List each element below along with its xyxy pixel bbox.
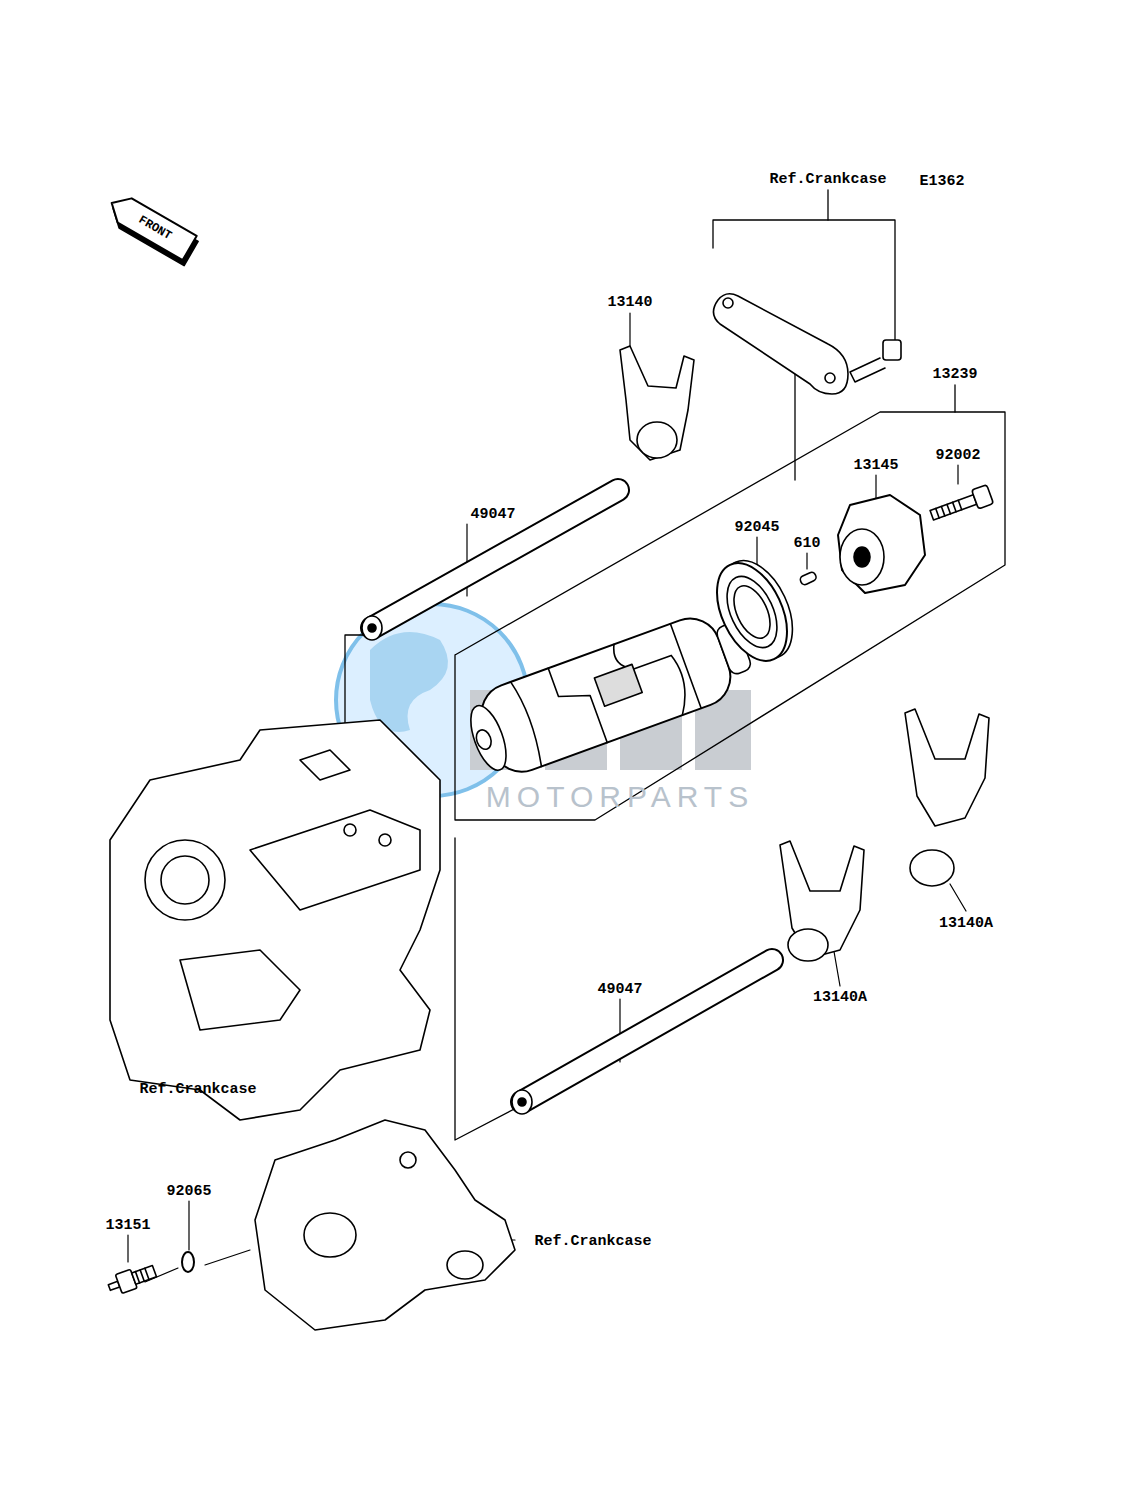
bearing [717, 569, 787, 656]
washer [182, 1252, 194, 1272]
reference-label: Ref.Crankcase [139, 1082, 256, 1097]
fork-shaft [512, 1090, 532, 1114]
crankcase [145, 840, 225, 920]
crankcase [110, 720, 440, 1120]
callout-number: 13239 [932, 367, 977, 382]
positioning-plate [713, 294, 901, 394]
shift-cam [838, 495, 925, 593]
callout-number: 13140A [813, 990, 867, 1005]
shift-cam [840, 529, 884, 585]
shift-drum [474, 728, 494, 752]
crankcase [300, 750, 350, 780]
crankcase [180, 950, 300, 1030]
shift-drum [511, 624, 702, 767]
leader-line [957, 465, 958, 484]
bolt [972, 485, 994, 509]
callout-number: 49047 [470, 507, 515, 522]
shift-fork [910, 850, 954, 886]
shift-fork [788, 929, 828, 961]
shift-fork [637, 422, 677, 458]
shift-cam [854, 547, 870, 567]
fork-shaft [522, 960, 772, 1102]
leader-line [188, 1201, 189, 1250]
shift-drum [473, 610, 739, 780]
bracket-line [954, 385, 955, 412]
crankcase [250, 810, 420, 910]
fork-shaft [362, 616, 382, 640]
leader-line [806, 553, 807, 569]
leader-line [127, 1235, 128, 1262]
fork-shaft [522, 960, 772, 1102]
shift-fork [620, 346, 694, 460]
positioning-plate [883, 340, 901, 360]
diagram-code: E1362 [919, 174, 964, 189]
callout-number: 92002 [935, 448, 980, 463]
front-arrow [105, 191, 197, 260]
neutral-switch [132, 1265, 157, 1284]
reference-label: Ref.Crankcase [534, 1234, 651, 1249]
watermark-logo [370, 632, 448, 732]
shift-cam [838, 495, 925, 593]
neutral-switch [106, 1262, 158, 1297]
bracket-line [827, 190, 828, 220]
callout-number: 92065 [166, 1184, 211, 1199]
front-arrow [103, 191, 200, 266]
shift-drum [464, 701, 514, 774]
watermark: MOTORPARTS [486, 782, 754, 812]
callout-number: 49047 [597, 982, 642, 997]
crankcase [447, 1251, 483, 1279]
bracket-line [794, 372, 795, 480]
fork-shaft [372, 490, 618, 628]
bracket-line [455, 838, 522, 1140]
callout-number: 13145 [853, 458, 898, 473]
callout-number: 610 [793, 536, 820, 551]
crankcase [379, 834, 391, 846]
fork-shaft [518, 1098, 526, 1106]
crankcase [400, 1152, 416, 1168]
bolt [928, 485, 993, 525]
crankcase [255, 1120, 515, 1330]
bolt [936, 500, 962, 518]
bearing [703, 552, 801, 672]
bolt [930, 495, 977, 520]
leader-line [205, 1250, 250, 1265]
reference-label: Ref.Crankcase [769, 172, 886, 187]
callout-number: 13140A [939, 916, 993, 931]
dowel-pin [799, 571, 817, 586]
crankcase [161, 856, 209, 904]
shift-fork [620, 346, 989, 961]
positioning-plate [713, 294, 848, 394]
positioning-plate [723, 298, 733, 308]
shift-drum [460, 603, 760, 785]
leader-line [950, 884, 966, 911]
crankcase [255, 1120, 515, 1330]
shift-drum [594, 664, 642, 706]
fork-shaft [372, 490, 618, 628]
crankcase [110, 720, 440, 1120]
washer [182, 1252, 194, 1272]
bearing [703, 550, 807, 672]
fork-shaft [368, 624, 376, 632]
neutral-switch [135, 1268, 149, 1283]
callout-number: 13140 [607, 295, 652, 310]
leader-line [629, 313, 630, 350]
crankcase [344, 824, 356, 836]
leader-line [756, 537, 757, 566]
bracket-line [345, 190, 1005, 1140]
shift-fork [905, 709, 989, 826]
positioning-plate [850, 358, 885, 382]
callout-number: 13151 [105, 1218, 150, 1233]
crankcase [304, 1213, 356, 1257]
bearing [727, 580, 778, 643]
callout-number: 92045 [734, 520, 779, 535]
leader-line [875, 475, 876, 498]
positioning-plate [825, 373, 835, 383]
